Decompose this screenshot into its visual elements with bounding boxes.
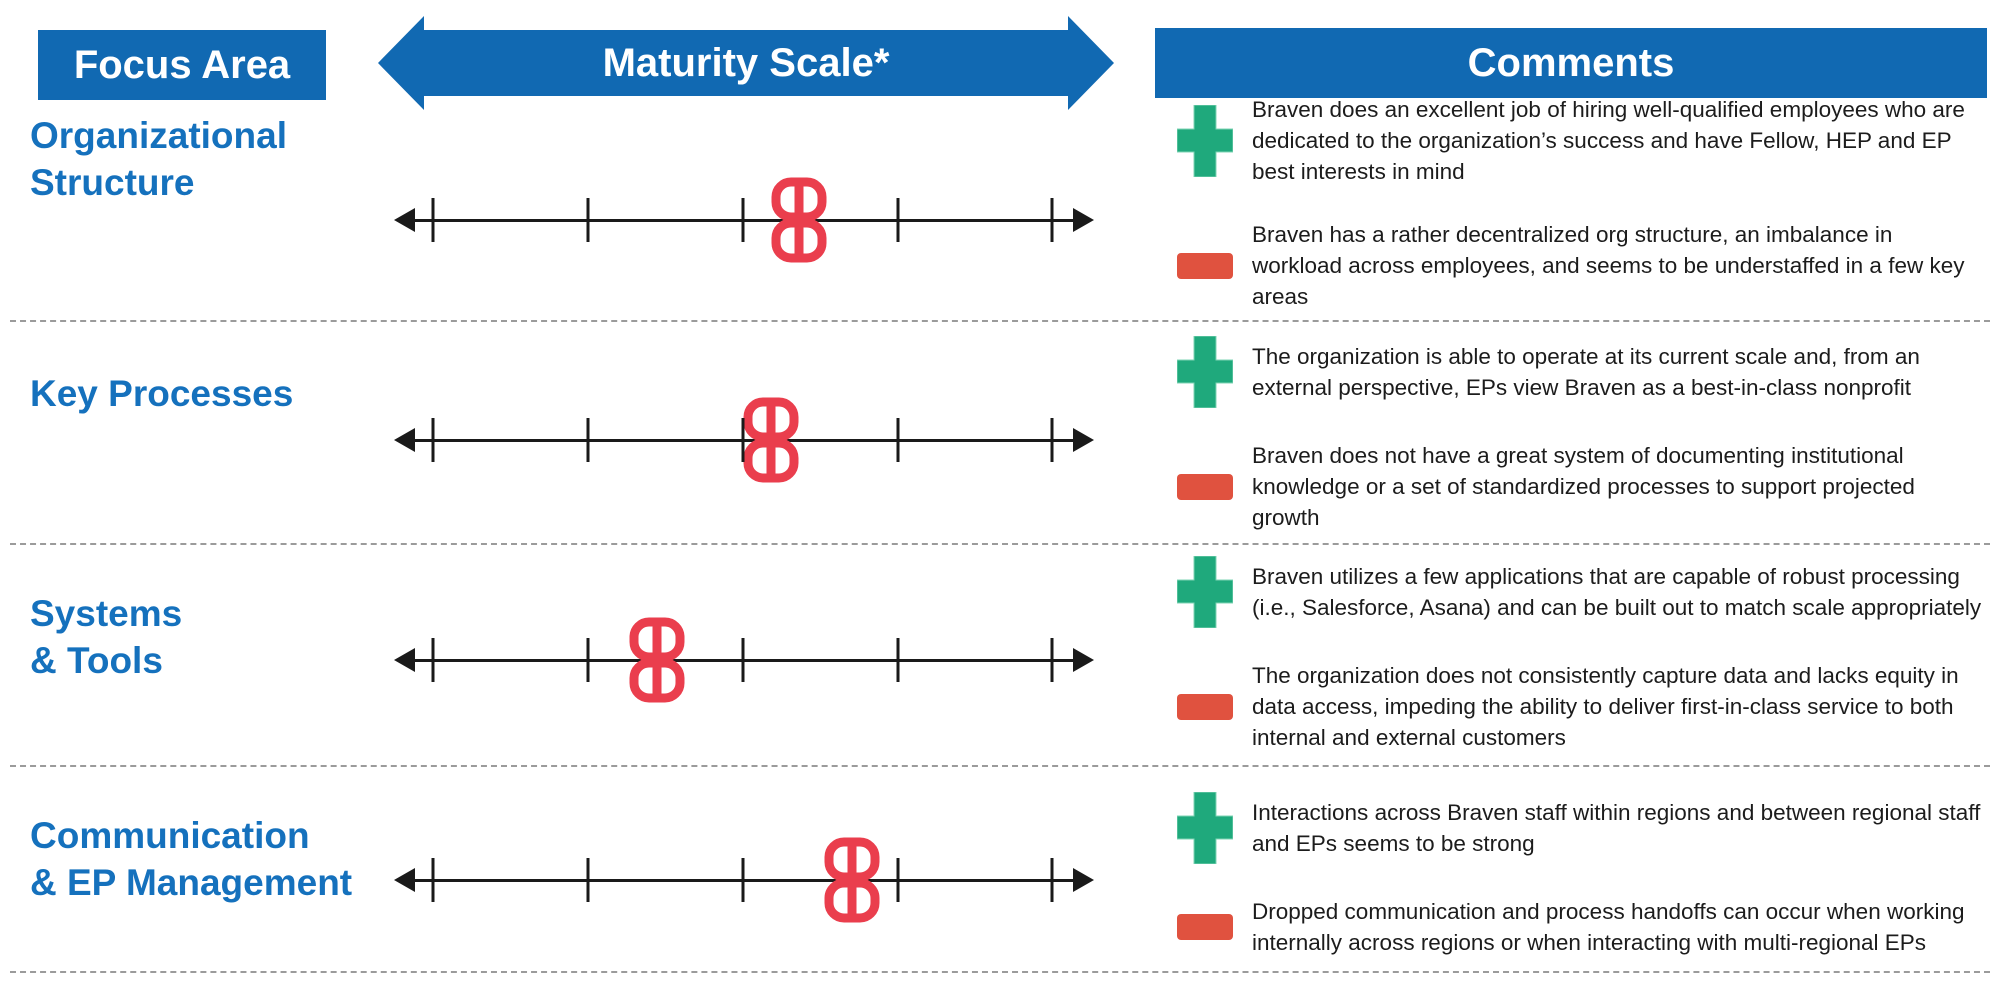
scale-tick [896,418,900,462]
scale-tick [431,198,435,242]
scale-tick [896,638,900,682]
row-divider [10,971,1990,973]
focus-label-line: Structure [30,162,195,203]
scale-tick [896,198,900,242]
minus-icon [1158,914,1252,940]
focus-label-communication-ep-management: Communication & EP Management [30,812,400,906]
arrow-body [422,30,1070,96]
scale-tick [741,418,745,462]
plus-icon [1158,104,1252,177]
negative-comment: The organization does not consistently c… [1158,660,1988,753]
scale-arrow-left-icon [394,648,415,672]
positive-comment: Braven utilizes a few applications that … [1158,556,1988,628]
minus-icon [1158,252,1252,279]
row-divider [10,543,1990,545]
row-divider [10,765,1990,767]
negative-comment: Braven does not have a great system of d… [1158,440,1988,533]
scale-tick [586,418,590,462]
comment-text: Braven utilizes a few applications that … [1252,564,1982,620]
scale-arrow-right-icon [1073,868,1094,892]
scale-tick [1050,418,1054,462]
scale-tick [431,638,435,682]
arrow-left-icon [378,16,424,110]
positive-comment: The organization is able to operate at i… [1158,336,1988,408]
scale-tick [741,198,745,242]
comments-row: Braven utilizes a few applications that … [1158,556,1988,753]
scale-arrow-right-icon [1073,428,1094,452]
scale-tick [741,638,745,682]
comment-text: The organization is able to operate at i… [1252,344,1920,400]
braven-logo-marker-icon [740,397,802,488]
focus-label-line: & EP Management [30,862,353,903]
focus-label-line: Systems [30,593,183,634]
scale-tick [431,418,435,462]
scale-tick [1050,858,1054,902]
comments-header: Comments [1155,28,1987,98]
focus-area-header: Focus Area [38,30,326,100]
scale-tick [1050,198,1054,242]
comment-text: Dropped communication and process handof… [1252,899,1965,955]
focus-label-line: Communication [30,815,310,856]
scale-arrow-right-icon [1073,208,1094,232]
comment-text: The organization does not consistently c… [1252,663,1959,750]
plus-icon [1158,336,1252,408]
positive-comment: Interactions across Braven staff within … [1158,792,1988,864]
scale-tick [1050,638,1054,682]
minus-icon [1158,693,1252,720]
braven-logo-marker-icon [821,837,883,928]
comments-row: Braven does an excellent job of hiring w… [1158,94,1988,312]
focus-label-line: Organizational [30,115,287,156]
comment-text: Braven does not have a great system of d… [1252,443,1915,530]
maturity-scale-header-arrow: Maturity Scale* [378,16,1114,110]
maturity-scale-row [394,615,1094,705]
scale-tick [586,638,590,682]
focus-label-line: Key Processes [30,373,294,414]
maturity-scale-title: Maturity Scale* [602,41,890,85]
braven-logo-marker-icon [768,177,830,268]
scale-tick [741,858,745,902]
scale-tick [896,858,900,902]
scale-tick [586,858,590,902]
plus-icon [1158,792,1252,864]
plus-icon [1158,556,1252,628]
comment-text: Interactions across Braven staff within … [1252,800,1981,856]
arrow-right-icon [1068,16,1114,110]
focus-label-systems-tools: Systems & Tools [30,590,400,684]
comments-row: Interactions across Braven staff within … [1158,792,1988,958]
comments-row: The organization is able to operate at i… [1158,336,1988,533]
positive-comment: Braven does an excellent job of hiring w… [1158,94,1988,187]
focus-label-key-processes: Key Processes [30,370,400,417]
scale-arrow-left-icon [394,208,415,232]
maturity-scale-row [394,835,1094,925]
scale-arrow-right-icon [1073,648,1094,672]
negative-comment: Dropped communication and process handof… [1158,896,1988,958]
scale-arrow-left-icon [394,868,415,892]
row-divider [10,320,1990,322]
focus-label-line: & Tools [30,640,163,681]
comment-text: Braven does an excellent job of hiring w… [1252,97,1965,184]
scale-tick [586,198,590,242]
negative-comment: Braven has a rather decentralized org st… [1158,219,1988,312]
maturity-scale-row [394,175,1094,265]
minus-icon [1158,473,1252,500]
comment-text: Braven has a rather decentralized org st… [1252,222,1965,309]
maturity-scale-row [394,395,1094,485]
braven-logo-marker-icon [626,617,688,708]
scale-arrow-left-icon [394,428,415,452]
scale-tick [431,858,435,902]
focus-label-organizational-structure: Organizational Structure [30,112,400,206]
